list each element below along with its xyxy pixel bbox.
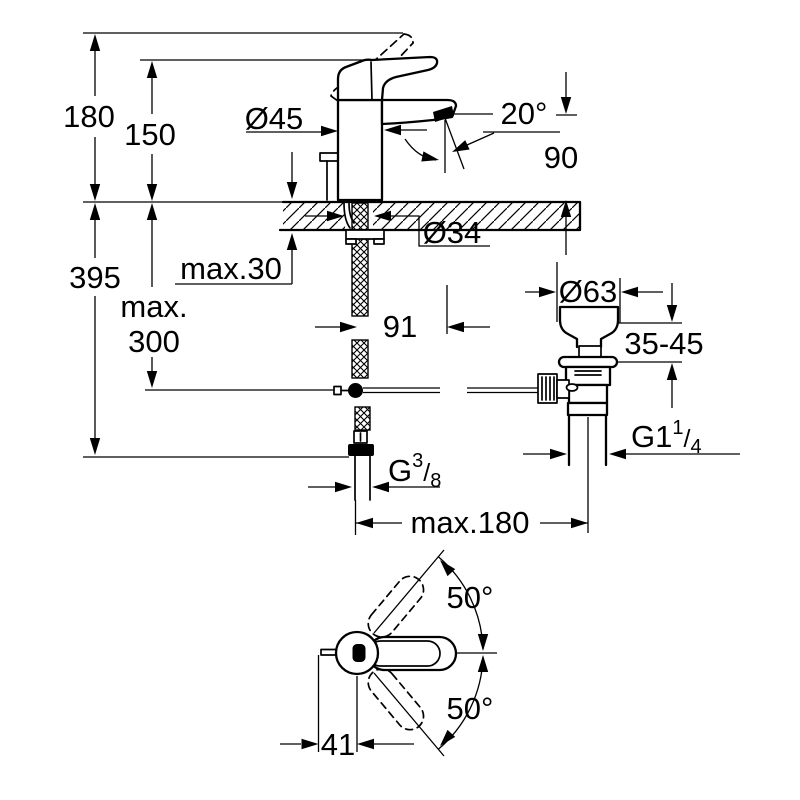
supply-tube xyxy=(354,455,371,501)
reference-lines xyxy=(83,32,433,61)
pop-up-rod xyxy=(333,383,539,398)
horizontal-rod xyxy=(363,387,539,394)
pull-rod-knob xyxy=(319,152,339,201)
drain-assembly xyxy=(537,305,620,533)
aerator xyxy=(433,106,454,122)
lever-cap-edge xyxy=(370,61,373,101)
dim-reach-max180: max.180 xyxy=(354,500,588,540)
label-300: 300 xyxy=(128,324,180,359)
top-view: 50° 50° 41 xyxy=(280,549,497,762)
label-g114: G11/4 xyxy=(631,417,702,458)
dim-depth-395: 395 xyxy=(69,203,349,458)
dimensions-side: 180 150 395 max. 300 xyxy=(63,34,740,540)
dim-flange-diameter-63: Ø63 xyxy=(525,262,663,323)
braided-hose-lower xyxy=(354,406,371,431)
label-d45: Ø45 xyxy=(245,101,304,136)
handle-slot xyxy=(352,644,366,662)
label-50-up: 50° xyxy=(447,580,494,615)
label-max180: max.180 xyxy=(411,505,530,540)
dim-basin-thickness-35-45: 35-45 xyxy=(616,283,704,408)
label-91: 91 xyxy=(383,309,417,344)
label-d34: Ø34 xyxy=(423,215,482,250)
dim-height-150: 150 xyxy=(124,61,176,201)
dimensions-top: 50° 50° 41 xyxy=(280,580,493,762)
label-50-down: 50° xyxy=(447,691,494,726)
faucet-body xyxy=(336,98,384,202)
faucet xyxy=(319,33,458,202)
label-20deg: 20° xyxy=(501,96,548,131)
label-35-45: 35-45 xyxy=(624,326,703,361)
label-max30: max.30 xyxy=(180,251,282,286)
lever-handle xyxy=(336,55,439,102)
waste-nut xyxy=(566,401,609,417)
dim-hose-depth-max300: max. 300 xyxy=(120,203,334,391)
dim-projection-91: 91 xyxy=(315,285,490,344)
dim-supply-thread-g38: G3/8 xyxy=(308,450,441,493)
g38-nut xyxy=(348,444,374,456)
handle-top-view xyxy=(320,630,458,676)
mounting-washer xyxy=(345,229,385,245)
tailpipe xyxy=(567,413,608,467)
label-90: 90 xyxy=(544,140,578,175)
label-150: 150 xyxy=(124,117,176,152)
handle-position-up-dashed xyxy=(367,575,425,638)
waste-flange xyxy=(558,305,620,349)
label-180: 180 xyxy=(63,99,115,134)
swivel-leg-up xyxy=(373,549,445,634)
handle-pin xyxy=(320,648,338,656)
flange-collar xyxy=(557,355,619,369)
dim-height-180: 180 xyxy=(63,34,115,201)
waste-body-upper xyxy=(564,365,612,387)
braided-hose-mid xyxy=(351,339,369,379)
dim-spout-height-90: 90 xyxy=(544,72,578,255)
dim-hole-diameter-34: Ø34 xyxy=(305,210,490,250)
dim-offset-41: 41 xyxy=(280,655,414,762)
ball-joint xyxy=(348,383,363,398)
label-d63: Ø63 xyxy=(559,274,618,309)
counter-outline xyxy=(278,200,582,232)
handle-outer xyxy=(366,635,458,672)
dim-deck-thickness-max30: max.30 xyxy=(175,152,298,286)
dim-body-diameter-45: Ø45 xyxy=(245,101,427,137)
dim-waste-thread-g114: G11/4 xyxy=(523,417,740,460)
plug-stem xyxy=(578,345,602,358)
label-g38: G3/8 xyxy=(388,450,441,492)
rod-clamp-knob xyxy=(537,373,579,404)
side-view: 180 150 395 max. 300 xyxy=(63,32,740,540)
braided-hose-upper xyxy=(351,202,369,317)
under-counter-assembly xyxy=(333,202,539,501)
label-41: 41 xyxy=(321,727,355,762)
label-395: 395 xyxy=(69,260,121,295)
swivel-leg-down xyxy=(373,672,445,757)
dim-spout-angle-20: 20° xyxy=(404,96,560,173)
label-max: max. xyxy=(120,289,187,324)
